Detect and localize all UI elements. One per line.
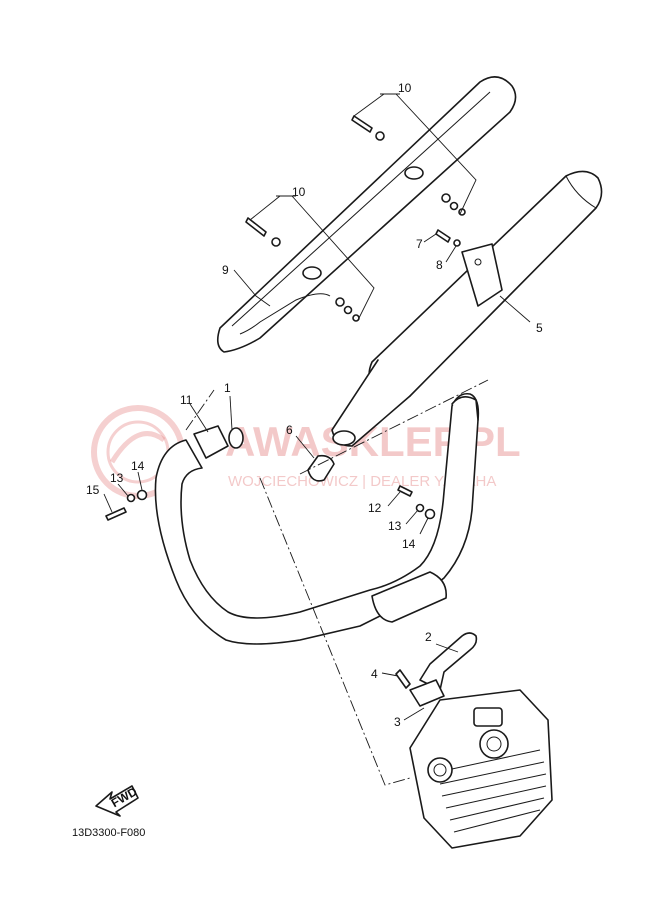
callout-7: 7 xyxy=(416,237,423,251)
reference-lines xyxy=(185,379,489,786)
diagram-code: 13D3300-F080 xyxy=(72,827,145,839)
callout-6: 6 xyxy=(286,423,293,437)
heat-protector xyxy=(216,76,517,353)
hardware-bolts xyxy=(105,115,466,689)
muffler-gasket xyxy=(307,454,335,482)
callout-14-left: 14 xyxy=(131,459,145,473)
callout-labels: 1 2 3 4 5 6 7 8 9 10 10 11 12 13 13 14 1… xyxy=(86,81,543,729)
engine-cylinder xyxy=(409,689,553,849)
callout-2: 2 xyxy=(425,630,432,644)
callout-10-lower: 10 xyxy=(292,185,306,199)
callout-4: 4 xyxy=(371,667,378,681)
callout-10-upper: 10 xyxy=(398,81,412,95)
callout-5: 5 xyxy=(536,321,543,335)
callout-11: 11 xyxy=(180,393,193,407)
exhaust-pipe xyxy=(154,392,480,645)
callout-9: 9 xyxy=(222,263,229,277)
fwd-arrow-icon: FWD xyxy=(95,784,140,817)
watermark-tagline: WOJCIECHOWICZ | DEALER YAMAHA xyxy=(228,473,496,490)
callout-12: 12 xyxy=(368,501,382,515)
callout-3: 3 xyxy=(394,715,401,729)
callout-15: 15 xyxy=(86,483,100,497)
leader-lines xyxy=(103,93,531,721)
callout-13-left: 13 xyxy=(110,471,124,485)
callout-1: 1 xyxy=(224,381,231,395)
muffler xyxy=(331,170,603,447)
callout-8: 8 xyxy=(436,258,443,272)
callout-13-right: 13 xyxy=(388,519,402,533)
callout-14-right: 14 xyxy=(402,537,416,551)
engine-outlet-pipe xyxy=(409,632,478,707)
